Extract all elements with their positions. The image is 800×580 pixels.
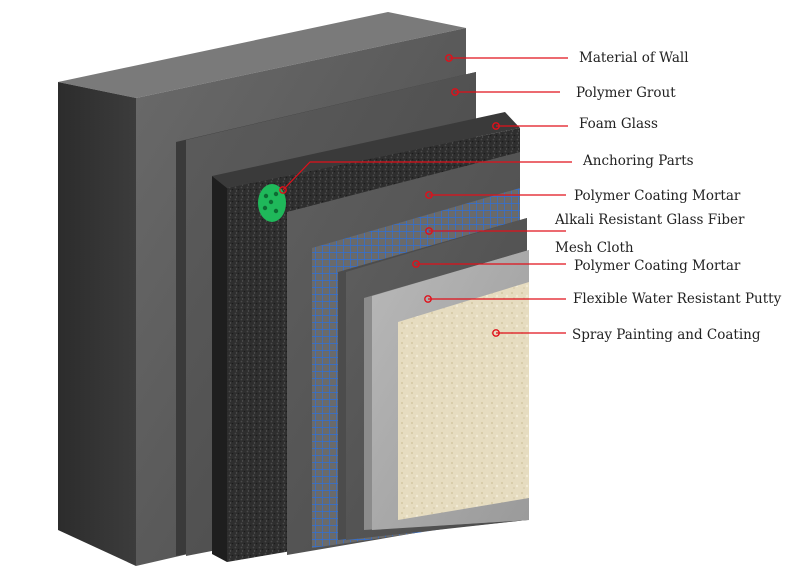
label-polymer-coating-mortar-2: Polymer Coating Mortar: [574, 258, 741, 274]
leader-lines: [282, 57, 572, 334]
label-polymer-grout: Polymer Grout: [576, 85, 676, 101]
label-glass-fiber-line2: Mesh Cloth: [555, 240, 634, 256]
label-polymer-coating-mortar-1: Polymer Coating Mortar: [574, 188, 741, 204]
anchor-disc: [258, 184, 286, 222]
label-anchoring-parts: Anchoring Parts: [582, 153, 694, 169]
label-foam-glass: Foam Glass: [579, 116, 658, 132]
label-material-of-wall: Material of Wall: [579, 50, 689, 66]
label-glass-fiber-line1: Alkali Resistant Glass Fiber: [554, 212, 745, 228]
label-flexible-putty: Flexible Water Resistant Putty: [573, 291, 782, 307]
layer-spray-painting: [398, 282, 529, 520]
leader-markers: [279, 54, 500, 337]
label-spray-painting: Spray Painting and Coating: [572, 327, 761, 343]
